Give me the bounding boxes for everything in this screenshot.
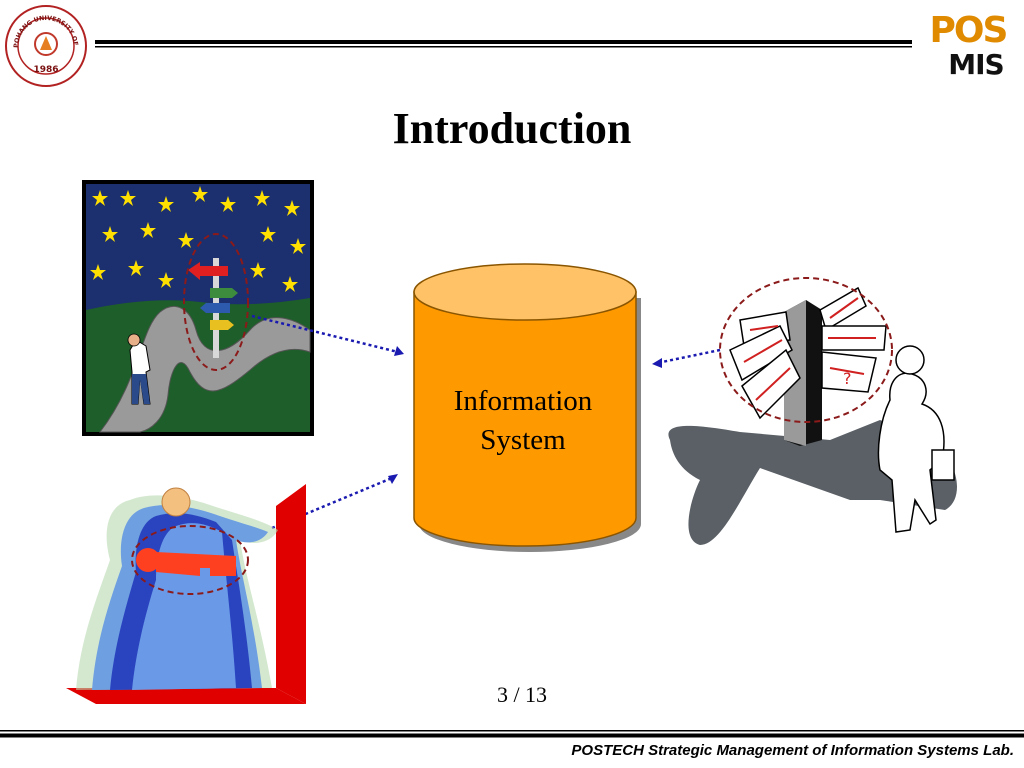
svg-text:?: ?	[843, 369, 852, 388]
arrow-doorway-to-system	[271, 476, 393, 530]
label-line-2: System	[480, 424, 566, 456]
seal-year: 1986	[33, 65, 58, 75]
information-system-label: Information System	[412, 382, 634, 460]
label-line-1: Information	[453, 385, 593, 417]
doorway-figure-picture	[66, 484, 306, 704]
header-rule	[95, 40, 912, 48]
university-seal-logo: POHANG UNIVERSITY OF SCIENCE AND TECHNOL…	[4, 4, 87, 87]
signpost-figure-picture: ?	[668, 277, 957, 545]
arrow-signpost-to-system	[661, 348, 721, 364]
slide-title: Introduction	[392, 104, 632, 153]
night-crossroads-picture	[82, 180, 314, 436]
arrow-crossroads-to-system	[251, 314, 399, 354]
footer-rule	[0, 730, 1024, 738]
page-number: 3 / 13	[496, 682, 548, 707]
information-system-cylinder	[413, 263, 641, 552]
posmis-logo: POS MIS	[930, 10, 1009, 78]
connector-arrows	[251, 314, 721, 530]
logo-top-text: POS	[930, 10, 1007, 51]
footer-text: POSTECH Strategic Management of Informat…	[571, 742, 1014, 759]
logo-bottom-text: MIS	[948, 48, 1003, 78]
